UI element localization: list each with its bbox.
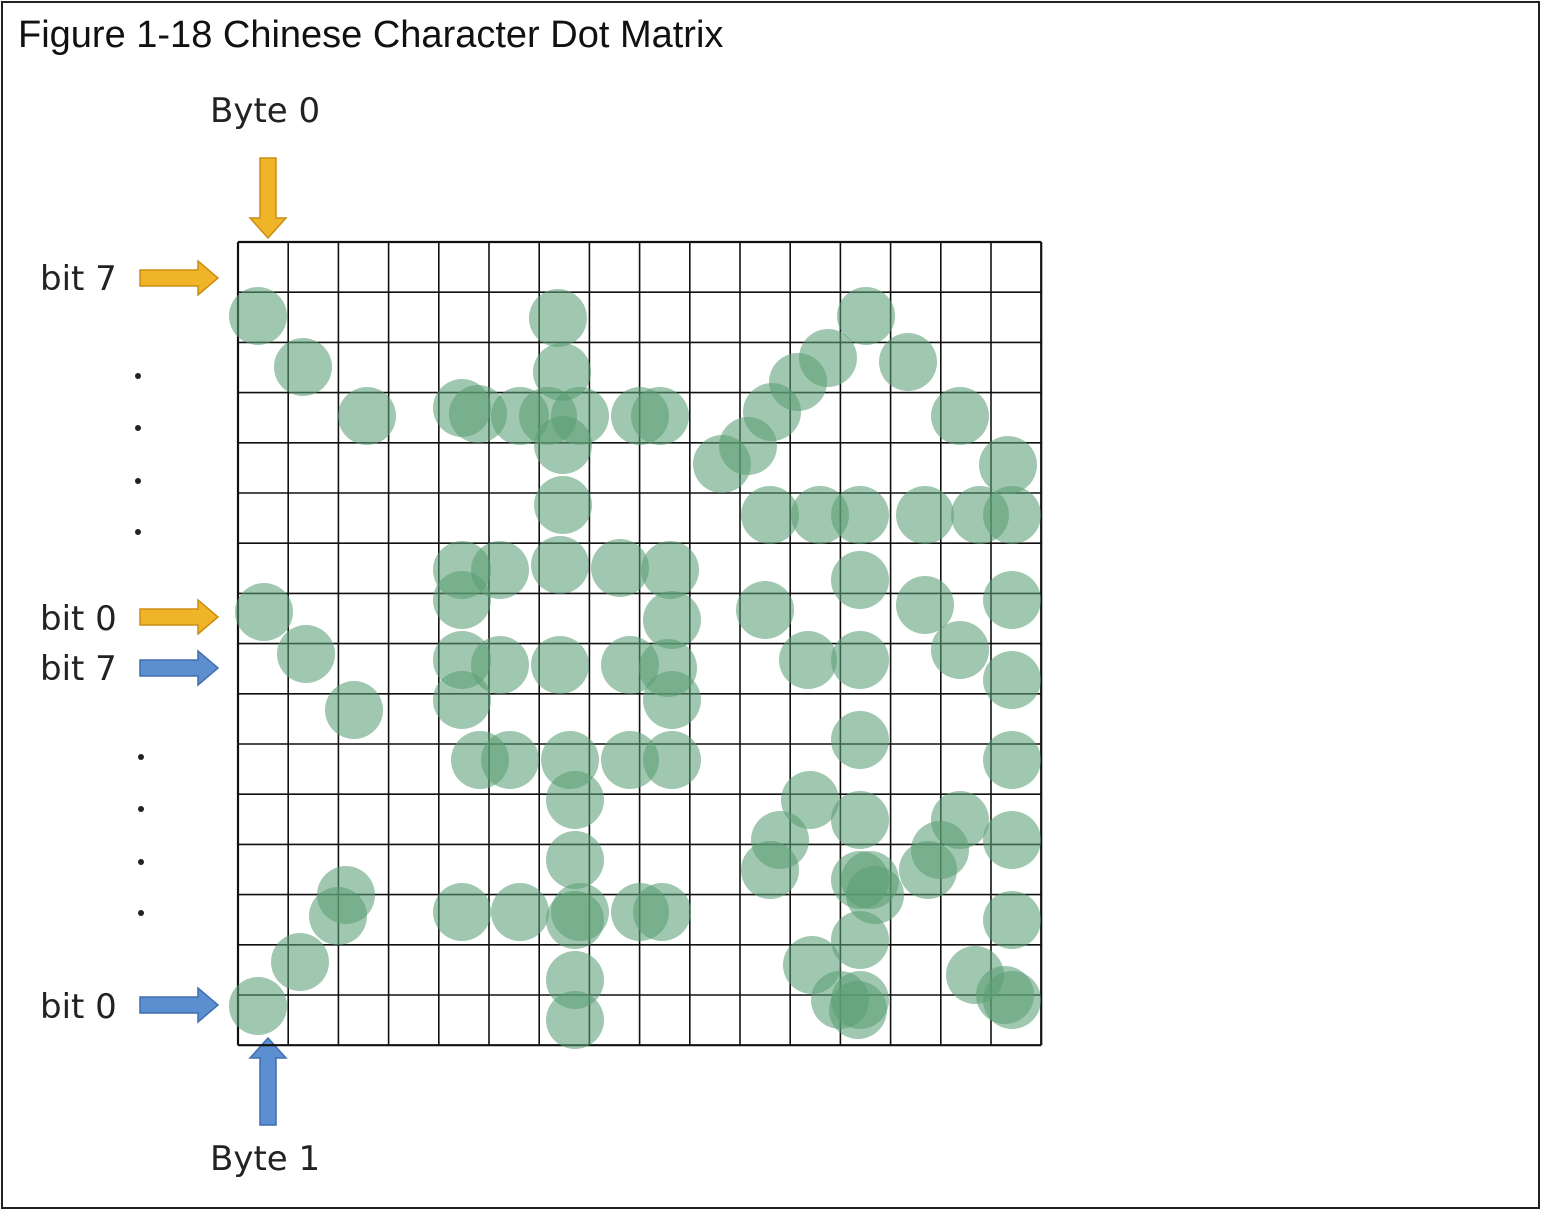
character-dot <box>983 731 1041 789</box>
character-dot <box>831 551 889 609</box>
byte1-arrow <box>248 1036 288 1126</box>
bit0-arrow-byte0 <box>139 598 220 636</box>
bit7-arrow-byte1 <box>139 649 220 687</box>
character-dot <box>601 731 659 789</box>
character-dot <box>325 681 383 739</box>
character-dot <box>631 387 689 445</box>
character-dot <box>896 576 954 634</box>
character-dot <box>433 883 491 941</box>
character-dot <box>831 791 889 849</box>
character-dot <box>643 731 701 789</box>
character-dot <box>983 571 1041 629</box>
character-dot <box>533 343 591 401</box>
character-dot <box>229 977 287 1035</box>
bit0-label-byte1: bit 0 <box>40 987 117 1027</box>
character-dot <box>546 991 604 1049</box>
character-dot <box>741 841 799 899</box>
character-dot <box>837 287 895 345</box>
character-dot <box>277 625 335 683</box>
character-dot <box>799 329 857 387</box>
character-dot <box>534 476 592 534</box>
byte1-label: Byte 1 <box>210 1139 320 1179</box>
character-dot <box>633 883 691 941</box>
character-dot <box>229 287 287 345</box>
character-dot <box>781 771 839 829</box>
character-dot <box>643 671 701 729</box>
ellipsis-dot <box>135 529 141 535</box>
ellipsis-dot <box>135 425 141 431</box>
character-dot <box>831 911 889 969</box>
ellipsis-dot <box>138 859 144 865</box>
character-dot <box>979 436 1037 494</box>
ellipsis-dot <box>135 373 141 379</box>
character-dot <box>471 541 529 599</box>
byte0-label: Byte 0 <box>210 91 320 131</box>
bit7-label-byte1: bit 7 <box>40 649 117 689</box>
character-dot <box>643 591 701 649</box>
ellipsis-dots-byte0 <box>135 373 141 535</box>
character-dot <box>841 851 899 909</box>
character-dot <box>983 891 1041 949</box>
character-dot <box>546 951 604 1009</box>
character-dot <box>741 486 799 544</box>
ellipsis-dot <box>138 910 144 916</box>
character-dot <box>551 387 609 445</box>
ellipsis-dot <box>138 754 144 760</box>
character-dot <box>546 771 604 829</box>
character-dot <box>491 883 549 941</box>
character-dot <box>831 486 889 544</box>
character-dot <box>546 891 604 949</box>
ellipsis-dot <box>138 806 144 812</box>
character-dot <box>931 387 989 445</box>
character-dot <box>829 981 887 1039</box>
character-dot <box>779 631 837 689</box>
character-dot <box>831 631 889 689</box>
character-dot <box>983 486 1041 544</box>
character-dot <box>896 486 954 544</box>
character-dots <box>229 287 1041 1049</box>
character-dot <box>481 731 539 789</box>
character-dot <box>274 338 332 396</box>
character-dot <box>471 636 529 694</box>
character-dot <box>879 333 937 391</box>
character-dot <box>791 486 849 544</box>
character-dot <box>641 541 699 599</box>
character-dot <box>271 933 329 991</box>
character-dot <box>931 621 989 679</box>
bit7-label-byte0: bit 7 <box>40 259 117 299</box>
character-dot <box>309 887 367 945</box>
character-dot <box>591 539 649 597</box>
character-dot <box>531 636 589 694</box>
bit7-arrow-byte0 <box>139 259 220 297</box>
character-dot <box>235 583 293 641</box>
character-dot <box>531 536 589 594</box>
character-dot <box>433 671 491 729</box>
character-dot <box>831 711 889 769</box>
figure-title: Figure 1-18 Chinese Character Dot Matrix <box>18 14 724 56</box>
byte0-arrow <box>248 157 288 240</box>
ellipsis-dot <box>135 478 141 484</box>
ellipsis-dots-byte1 <box>138 754 144 916</box>
character-dot <box>983 651 1041 709</box>
character-dot <box>449 385 507 443</box>
character-dot <box>338 387 396 445</box>
character-dot <box>529 289 587 347</box>
bit0-label-byte0: bit 0 <box>40 599 117 639</box>
bit0-arrow-byte1 <box>139 986 220 1024</box>
character-dot <box>983 811 1041 869</box>
character-dot <box>899 841 957 899</box>
character-dot <box>976 966 1034 1024</box>
character-dot <box>736 581 794 639</box>
character-dot <box>546 831 604 889</box>
